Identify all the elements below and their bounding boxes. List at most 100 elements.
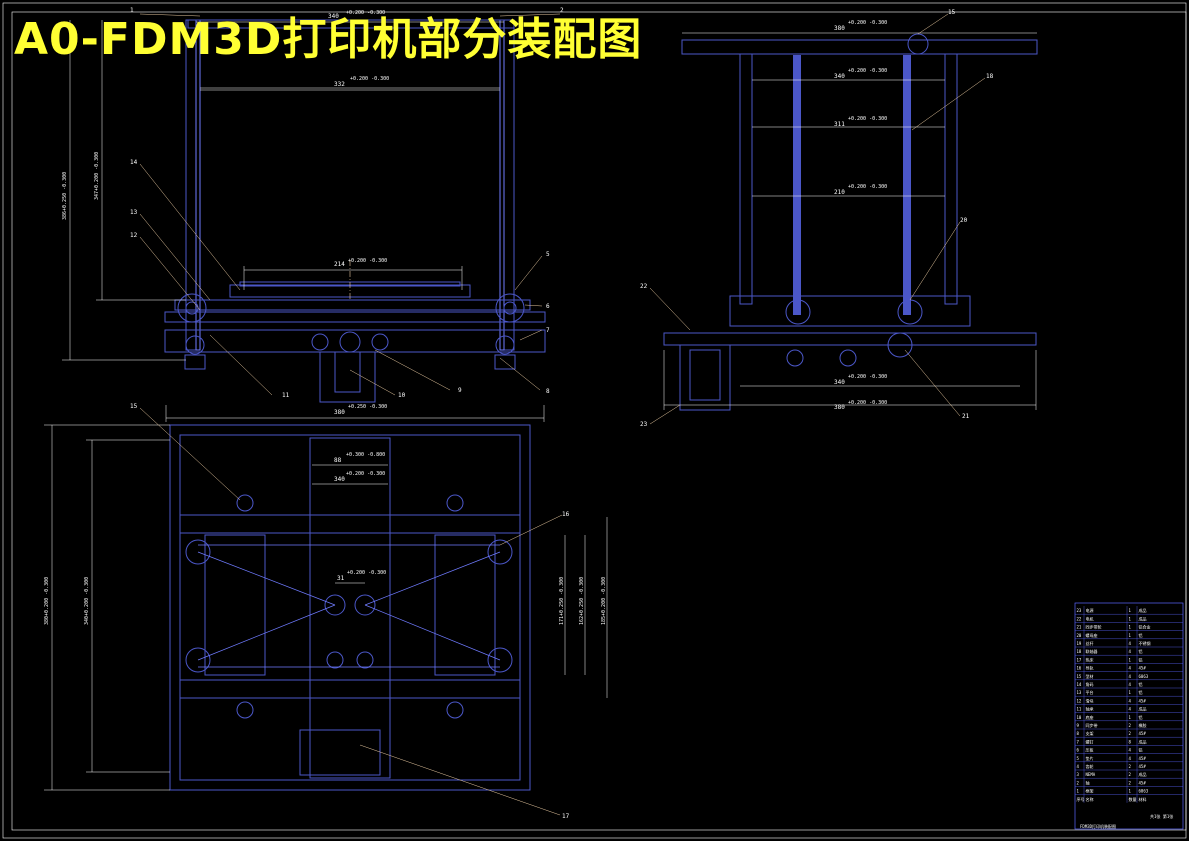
front-dim-top-b: 332 (334, 81, 345, 88)
bom-cell: 11 (1077, 707, 1082, 712)
bom-cell: 6063 (1139, 674, 1149, 679)
front-callout-7: 7 (546, 327, 550, 334)
side-dim-a-tol: +0.200 -0.300 (848, 20, 887, 26)
front-callout-1: 1 (130, 7, 134, 14)
bom-header-cell: 序号 (1077, 796, 1085, 802)
top-callout-16: 16 (562, 511, 570, 518)
bom-cell: 21 (1077, 625, 1082, 630)
bom-cell: NEMA (1086, 772, 1096, 777)
side-callout-18: 18 (986, 73, 994, 80)
bom-cell: 8 (1077, 731, 1080, 736)
front-callout-13: 13 (130, 209, 138, 216)
bom-cell: 4 (1129, 748, 1132, 753)
bom-cell: 1 (1129, 608, 1132, 613)
bom-cell: 1 (1129, 690, 1132, 695)
bom-cell: 4 (1129, 756, 1132, 761)
bom-cell: 角码 (1086, 681, 1094, 687)
bom-cell: 电源 (1086, 607, 1094, 613)
front-callout-6: 6 (546, 303, 550, 310)
bom-cell: 45# (1139, 764, 1147, 769)
bom-cell: 联轴器 (1086, 648, 1098, 654)
bom-cell: 4 (1129, 698, 1132, 703)
bom-cell: 压板 (1086, 747, 1094, 753)
side-dim-b-tol: +0.200 -0.300 (848, 68, 887, 74)
bom-cell: 2 (1129, 780, 1132, 785)
side-callout-15: 15 (948, 9, 956, 16)
bom-header-cell: 材料 (1139, 796, 1147, 802)
bom-cell: 滑块 (1086, 697, 1094, 703)
front-dim-left-inner: 347+0.200 -0.300 (94, 152, 100, 200)
bom-cell: 橡胶 (1139, 722, 1147, 728)
bom-cell: 同步带轮 (1086, 624, 1102, 630)
bom-cell: 铝 (1139, 656, 1143, 662)
bom-cell: 不锈钢 (1139, 640, 1151, 646)
front-dim-mid: 214 (334, 261, 345, 268)
bom-cell: 螺母座 (1086, 632, 1098, 638)
bom-cell: 22 (1077, 616, 1082, 621)
bom-sheet-info: 共1张 第1张 (1150, 813, 1173, 819)
top-dim-r2: 162+0.250 -0.300 (579, 577, 585, 625)
bom-cell: 45# (1139, 780, 1147, 785)
bom-cell: 铝 (1139, 681, 1143, 687)
front-callout-2: 2 (560, 7, 564, 14)
bom-cell: 2 (1129, 764, 1132, 769)
top-dim-c-tol: +0.200 -0.300 (347, 570, 386, 576)
front-callout-14: 14 (130, 159, 138, 166)
front-view: 340 +0.200 -0.300 332 +0.200 -0.300 214 … (62, 7, 564, 422)
side-dim-c: 311 (834, 121, 845, 128)
top-dim-left-inner: 340+0.200 -0.300 (84, 577, 90, 625)
bom-cell: 4 (1077, 764, 1080, 769)
bom-cell: 轴承 (1086, 706, 1094, 712)
front-dim-top-b-tol: +0.200 -0.300 (350, 76, 389, 82)
bom-cell: 4 (1129, 674, 1132, 679)
side-callout-20: 20 (960, 217, 968, 224)
bom-cell: 丝杆 (1086, 640, 1094, 646)
bom-cell: 15 (1077, 674, 1082, 679)
side-callout-23: 23 (640, 421, 648, 428)
bom-cell: 成品 (1139, 706, 1147, 712)
top-dim-b: 340 (334, 476, 345, 483)
bom-cell: 14 (1077, 682, 1082, 687)
top-dim-a: 88 (334, 457, 342, 464)
drawing-title: A0-FDM3D打印机部分装配图 (14, 14, 643, 65)
bom-cell: 铝 (1139, 648, 1143, 654)
bom-cell: 6063 (1139, 789, 1149, 794)
bom-cell: 9 (1077, 723, 1080, 728)
bom-cell: 成品 (1139, 771, 1147, 777)
front-callout-11: 11 (282, 392, 290, 399)
bom-cell: 4 (1129, 649, 1132, 654)
bom-header-cell: 数量 (1129, 796, 1137, 802)
side-callout-21: 21 (962, 413, 970, 420)
bom-cell: 12 (1077, 698, 1082, 703)
bom-cell: 2 (1129, 723, 1132, 728)
bom-cell: 45# (1139, 731, 1147, 736)
bom-cell: 45# (1139, 756, 1147, 761)
top-dim-r3: 185+0.200 -0.300 (601, 577, 607, 625)
front-dim-top-a-tol: +0.200 -0.300 (346, 10, 385, 16)
bom-cell: 铝 (1139, 632, 1143, 638)
sheet-inner-border (11, 11, 1187, 831)
bom-cell: 7 (1077, 739, 1080, 744)
bom-cell: 平台 (1086, 689, 1094, 695)
side-dim-e: 340 (834, 379, 845, 386)
bom-cell: 16 (1077, 666, 1082, 671)
bom-cell: 6 (1077, 748, 1080, 753)
top-dim-a-tol: +0.300 -0.800 (346, 452, 385, 458)
bom-cell: 底座 (1086, 714, 1094, 720)
bom-cell: 1 (1129, 616, 1132, 621)
front-callout-10: 10 (398, 392, 406, 399)
bom-drawing-title: FDM3D打印机装配图 (1080, 823, 1116, 829)
bom-cell: 1 (1129, 715, 1132, 720)
side-view: 380 +0.200 -0.300 340 +0.200 -0.300 311 … (640, 9, 1038, 428)
bom-cell: 4 (1129, 682, 1132, 687)
side-callout-22: 22 (640, 283, 648, 290)
front-dim-top-a: 340 (328, 13, 339, 20)
bom-cell: 导轨 (1086, 665, 1094, 671)
side-dim-d-tol: +0.200 -0.300 (848, 184, 887, 190)
side-dim-f: 380 (834, 404, 845, 411)
side-dim-c-tol: +0.200 -0.300 (848, 116, 887, 122)
bom-cell: 1 (1129, 789, 1132, 794)
side-dim-d: 210 (834, 189, 845, 196)
front-callout-5: 5 (546, 251, 550, 258)
